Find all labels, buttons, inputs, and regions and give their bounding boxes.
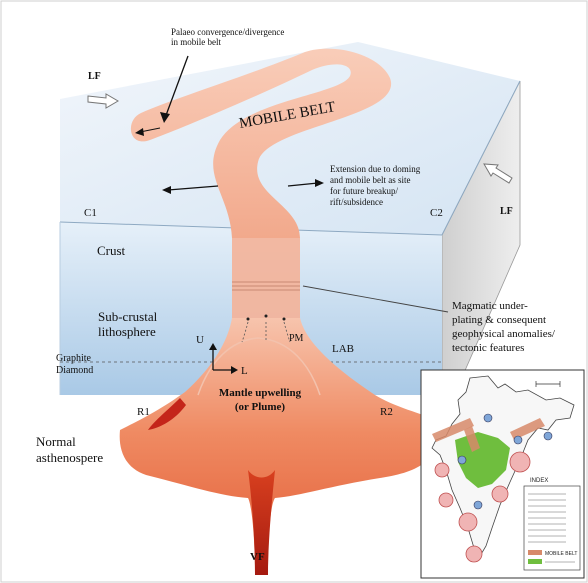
inset-index-title: INDEX	[530, 478, 548, 484]
normal-label-line2: asthenospere	[36, 450, 103, 465]
l-label: L	[241, 365, 248, 377]
normal-label-line1: Normal	[36, 434, 76, 449]
inset-map: INDEX MOBILE BELT	[421, 370, 584, 578]
r2-label: R2	[380, 406, 393, 418]
crustal-column	[232, 238, 300, 318]
magmatic-label-line1: Magmatic under-	[452, 300, 528, 312]
crust-label: Crust	[97, 243, 126, 258]
inset-legend-box	[524, 486, 580, 570]
r1-label: R1	[137, 406, 150, 418]
mantle-label-line2: (or Plume)	[235, 401, 286, 413]
legend-swatch-belt	[528, 550, 542, 555]
flow-dot	[283, 318, 286, 321]
terrane-circle	[439, 493, 453, 507]
legend-mobile-belt-label: MOBILE BELT	[545, 551, 577, 557]
flow-dot	[247, 318, 250, 321]
terrane-circle	[510, 452, 530, 472]
c2-label: C2	[430, 207, 443, 219]
blue-marker	[458, 456, 466, 464]
palaeo-label-line1: Palaeo convergence/divergence	[171, 27, 284, 37]
lf-left-label: LF	[88, 71, 101, 82]
extension-label-line3: for future breakup/	[330, 186, 398, 196]
magmatic-label-line3: geophysical anomalies/	[452, 328, 556, 340]
graphite-label: Graphite	[56, 353, 92, 364]
lab-label: LAB	[332, 343, 354, 355]
mantle-label-line1: Mantle upwelling	[219, 387, 302, 399]
extension-label-line4: rift/subsidence	[330, 197, 383, 207]
pm-label: PM	[289, 333, 304, 344]
terrane-circle	[492, 486, 508, 502]
extension-label-line1: Extension due to doming	[330, 164, 421, 174]
blue-marker	[544, 432, 552, 440]
blue-marker	[474, 501, 482, 509]
flow-dot	[265, 315, 268, 318]
blue-marker	[484, 414, 492, 422]
palaeo-label-line2: in mobile belt	[171, 37, 221, 47]
u-label: U	[196, 334, 204, 346]
terrane-circle	[466, 546, 482, 562]
blue-marker	[514, 436, 522, 444]
c1-label: C1	[84, 207, 97, 219]
lf-right-label: LF	[500, 206, 513, 217]
magmatic-label-line2: plating & consequent	[452, 314, 546, 326]
vf-label: VF	[250, 551, 265, 563]
legend-swatch-craton	[528, 559, 542, 564]
magmatic-label-line4: tectonic features	[452, 342, 524, 354]
terrane-circle	[459, 513, 477, 531]
diamond-label: Diamond	[56, 365, 93, 376]
terrane-circle	[435, 463, 449, 477]
subcrustal-label-line1: Sub-crustal	[98, 309, 158, 324]
extension-label-line2: and mobile belt as site	[330, 175, 410, 185]
subcrustal-label-line2: lithosphere	[98, 324, 156, 339]
